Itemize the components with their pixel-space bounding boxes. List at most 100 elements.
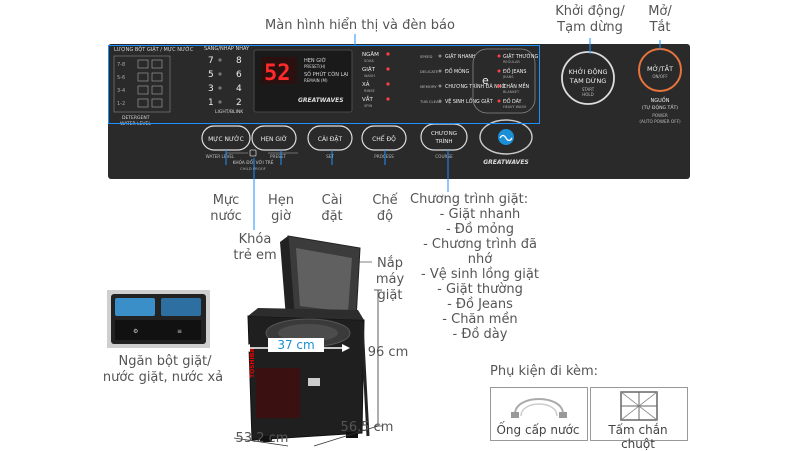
callout-process-l2: độ bbox=[376, 209, 394, 224]
timer-text: HẸN GIỜ bbox=[304, 57, 326, 64]
accessory-rat-guard-label: Tấm chắn chuột bbox=[608, 423, 668, 451]
callout-start-l1: Khởi động/ bbox=[555, 4, 625, 19]
svg-text:5: 5 bbox=[208, 70, 214, 80]
process-rinse: XẢ bbox=[362, 80, 370, 88]
course-memory: CHƯƠNG TRÌNH ĐÃ NHỚ bbox=[445, 83, 506, 90]
callout-set-l2: đặt bbox=[321, 209, 343, 224]
svg-text:HẸN GIỜ: HẸN GIỜ bbox=[261, 136, 288, 143]
energy-label bbox=[308, 378, 320, 386]
timer-en: PRESET(H) bbox=[304, 64, 326, 69]
svg-text:e: e bbox=[482, 74, 489, 87]
process-soak: NGÂM bbox=[362, 51, 379, 58]
water-level-box bbox=[113, 55, 171, 113]
drum-dimension: 37 cm bbox=[240, 338, 352, 358]
callout-water-l1: Mực bbox=[212, 193, 240, 208]
program-item: - Chương trình đã nhớ bbox=[423, 237, 537, 267]
accessory-rat-guard bbox=[590, 387, 688, 441]
height-label: 96 cm bbox=[367, 345, 409, 360]
front-decoration bbox=[256, 368, 300, 418]
svg-text:CHƯƠNG: CHƯƠNG bbox=[431, 131, 457, 137]
hose-icon bbox=[511, 398, 567, 418]
svg-text:ON/OFF: ON/OFF bbox=[652, 74, 668, 79]
start-btn-line1: KHỞI ĐỘNG bbox=[568, 66, 607, 76]
svg-text:TUB CLEAN: TUB CLEAN bbox=[419, 99, 442, 104]
callout-lock-l1: Khóa bbox=[238, 232, 272, 247]
greatwaves-logo: GREATWAVES bbox=[479, 119, 533, 166]
dimension-lines bbox=[233, 289, 382, 447]
set-button[interactable]: CÀI ĐẶT bbox=[307, 125, 353, 151]
water-level-label: WATER LEVEL bbox=[120, 121, 151, 127]
course-box bbox=[472, 48, 536, 114]
display-highlight-box bbox=[108, 45, 540, 124]
detergent-label: DETERGENT bbox=[122, 115, 150, 121]
program-item: - Vệ sinh lồng giặt bbox=[421, 267, 539, 282]
svg-text:(AUTO POWER OFF): (AUTO POWER OFF) bbox=[639, 119, 681, 124]
svg-text:8: 8 bbox=[236, 56, 242, 66]
svg-text:4: 4 bbox=[236, 84, 242, 94]
svg-text:6: 6 bbox=[236, 70, 242, 80]
callout-power-l1: Mở/ bbox=[648, 4, 672, 19]
callout-lid-l3: giặt bbox=[377, 288, 403, 303]
svg-text:CHẾ ĐỘ: CHẾ ĐỘ bbox=[372, 135, 396, 143]
program-item: - Đồ mỏng bbox=[445, 222, 515, 237]
accessory-hose-label: Ống cấp nước bbox=[496, 423, 580, 437]
process-spin: VẮT bbox=[362, 95, 374, 103]
remain-en: REMAIN (M) bbox=[304, 78, 328, 83]
svg-text:GREATWAVES: GREATWAVES bbox=[483, 159, 529, 166]
svg-text:PRESET: PRESET bbox=[270, 154, 286, 159]
course-regular: GIẶT THƯỜNG bbox=[503, 53, 538, 60]
course-tub-clean: VỆ SINH LỒNG GIẶT bbox=[445, 96, 493, 105]
callout-detergent-l1: Ngăn bột giặt/ bbox=[118, 354, 212, 369]
course-jeans: ĐỒ JEANS bbox=[503, 66, 526, 75]
callout-water-l2: nước bbox=[210, 209, 242, 224]
process-wash: GIẶT bbox=[362, 66, 376, 73]
callout-power-l2: Tắt bbox=[649, 20, 671, 35]
process-button[interactable]: CHẾ ĐỘ bbox=[361, 125, 407, 151]
svg-text:BLANKET: BLANKET bbox=[503, 90, 520, 94]
svg-text:POWER: POWER bbox=[652, 113, 668, 118]
svg-text:SPEED: SPEED bbox=[420, 54, 432, 59]
svg-text:PROCESS: PROCESS bbox=[374, 154, 394, 159]
svg-text:DELICATE: DELICATE bbox=[420, 69, 439, 74]
control-panel-graphic: LƯỢNG BỘT GIẶT / MỰC NƯỚC 7-85-63-41-2 D… bbox=[113, 44, 682, 171]
program-item: - Giặt nhanh bbox=[439, 207, 521, 222]
svg-text:5-6: 5-6 bbox=[117, 75, 125, 81]
accessory-hose bbox=[490, 387, 588, 441]
callout-process-l1: Chế bbox=[372, 193, 398, 208]
callout-detergent-l2: nước giặt, nước xả bbox=[102, 370, 224, 385]
depth-label: 56.5 cm bbox=[340, 420, 394, 435]
callout-lid-l2: máy bbox=[375, 272, 405, 287]
svg-text:SOAK: SOAK bbox=[364, 59, 375, 63]
course-speed: GIẶT NHANH bbox=[445, 53, 476, 60]
svg-text:MỰC NƯỚC: MỰC NƯỚC bbox=[208, 136, 244, 143]
svg-text:CHILD PROOF: CHILD PROOF bbox=[240, 166, 266, 171]
display-greatwaves: GREATWAVES bbox=[298, 97, 344, 104]
svg-text:7: 7 bbox=[208, 56, 214, 66]
svg-text:RINSE: RINSE bbox=[364, 89, 376, 93]
width-label: 53.2 cm bbox=[235, 431, 289, 446]
svg-text:SPIN: SPIN bbox=[364, 104, 373, 108]
detergent-drawer-photo: ⚙ ≡ bbox=[107, 290, 210, 348]
program-item: - Đồ dày bbox=[452, 327, 508, 342]
svg-text:2: 2 bbox=[236, 98, 242, 108]
preset-button[interactable]: HẸN GIỜ bbox=[251, 125, 297, 151]
course-blanket: CHĂN MỀN bbox=[503, 82, 530, 90]
power-btn-label: MỞ/TẮT bbox=[647, 63, 673, 73]
course-button[interactable]: CHƯƠNG TRÌNH bbox=[420, 123, 468, 151]
width-line bbox=[233, 437, 289, 447]
svg-text:CÀI ĐẶT: CÀI ĐẶT bbox=[318, 136, 343, 143]
svg-text:WASH: WASH bbox=[364, 74, 375, 78]
light-blink-label: LIGHT/BLINK bbox=[215, 109, 244, 115]
start-hold-button[interactable] bbox=[561, 51, 615, 105]
callout-timer-l1: Hẹn bbox=[267, 193, 294, 208]
course-delicate: ĐỒ MỎNG bbox=[445, 66, 470, 75]
svg-text:TRÌNH: TRÌNH bbox=[434, 138, 452, 145]
svg-text:1-2: 1-2 bbox=[117, 101, 125, 107]
start-btn-line2: TẠM DỪNG bbox=[569, 76, 607, 85]
course-heavy: ĐỒ DÀY bbox=[503, 96, 522, 105]
program-item: - Chăn mền bbox=[442, 312, 518, 327]
digit-panel bbox=[261, 57, 297, 84]
svg-text:3: 3 bbox=[208, 84, 214, 94]
svg-text:MEMORY: MEMORY bbox=[420, 84, 437, 89]
